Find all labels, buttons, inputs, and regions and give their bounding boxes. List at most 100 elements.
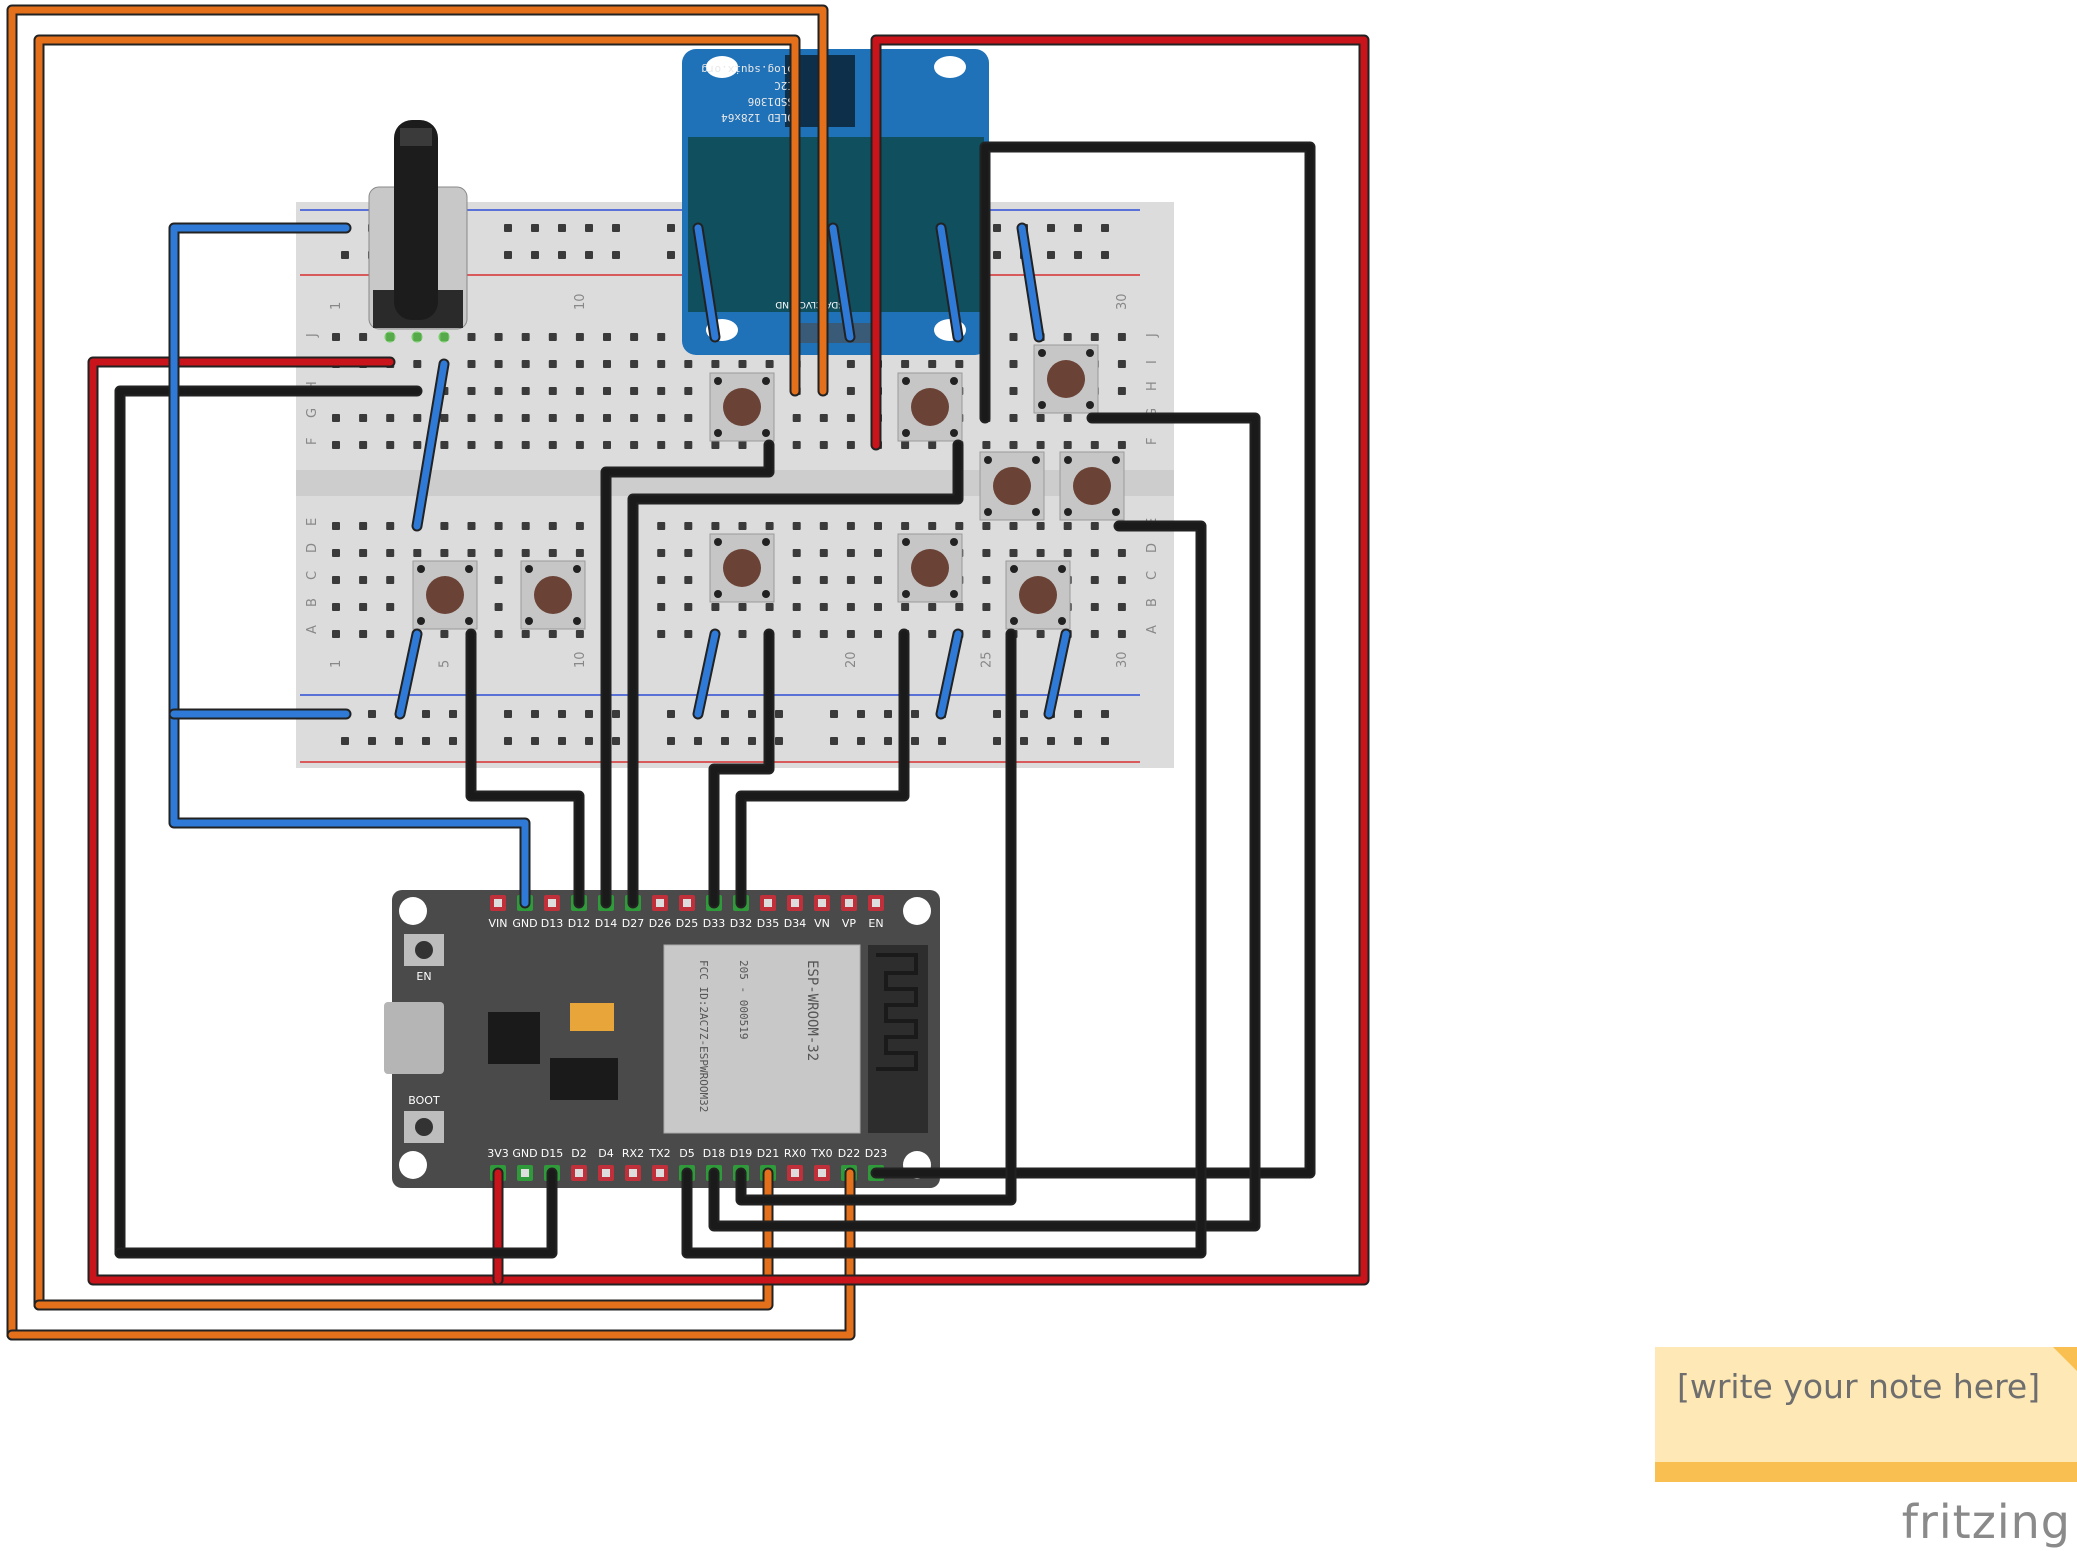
mount-hole [903, 897, 931, 925]
wire [116, 1169, 556, 1257]
breadboard-hole [504, 251, 512, 259]
wire [396, 630, 421, 718]
wire [89, 36, 1368, 1284]
breadboard-hole [846, 603, 855, 611]
breadboard-hole [765, 360, 774, 368]
breadboard-hole [1009, 522, 1018, 530]
note-text[interactable]: [write your note here] [1677, 1367, 2041, 1406]
breadboard-hole [467, 360, 476, 368]
breadboard-hole [575, 360, 584, 368]
breadboard-hole [928, 360, 937, 368]
breadboard-hole [467, 333, 476, 341]
push-button [412, 560, 478, 630]
button-pin [902, 590, 910, 598]
breadboard-hole [359, 333, 368, 341]
breadboard-hole [467, 522, 476, 530]
button-pin [525, 565, 533, 573]
column-number: 30 [1115, 651, 1130, 668]
breadboard-hole [368, 737, 376, 745]
button-pin [465, 617, 473, 625]
breadboard-hole [612, 224, 620, 232]
breadboard-hole [993, 251, 1001, 259]
breadboard-hole [440, 549, 449, 557]
esp32-pin-label: D21 [757, 1147, 779, 1160]
oled-label: blog.squix.org [701, 63, 794, 76]
breadboard-hole [684, 603, 693, 611]
breadboard-hole [657, 522, 666, 530]
breadboard-hole [332, 333, 340, 341]
breadboard-hole [558, 224, 566, 232]
breadboard-hole [874, 522, 882, 530]
wire [413, 360, 448, 530]
note-card[interactable]: [write your note here] [1655, 1347, 2077, 1482]
wire [937, 224, 962, 341]
breadboard-hole [359, 603, 368, 611]
breadboard-hole [332, 576, 340, 584]
breadboard-hole [1074, 224, 1082, 232]
breadboard-hole [413, 360, 422, 368]
esp32-pin-hole [548, 899, 556, 907]
breadboard-hole [1036, 522, 1045, 530]
push-button-cap [993, 467, 1031, 505]
breadboard-hole [721, 710, 729, 718]
row-letter: E [305, 518, 320, 526]
breadboard-hole [332, 549, 340, 557]
breadboard-hole [359, 630, 368, 638]
breadboard-hole [1047, 251, 1055, 259]
push-button-cap [911, 388, 949, 426]
breadboard-hole [413, 441, 422, 449]
push-button [1005, 560, 1071, 630]
breadboard-hole [1090, 630, 1099, 638]
button-pin [1064, 508, 1072, 516]
esp32-pin-hole [791, 1169, 799, 1177]
breadboard-hole [901, 522, 910, 530]
breadboard-hole [846, 522, 855, 530]
breadboard-hole [657, 441, 666, 449]
breadboard-hole [467, 387, 476, 395]
esp32-pin-label: GND [512, 917, 537, 930]
wire [694, 630, 719, 718]
esp32-pin-label: D18 [703, 1147, 725, 1160]
button-pin [902, 538, 910, 546]
breadboard-hole [548, 630, 557, 638]
breadboard-hole [386, 549, 395, 557]
breadboard-hole [1047, 224, 1055, 232]
breadboard-hole [521, 522, 530, 530]
breadboard-hole [982, 441, 991, 449]
breadboard-hole [684, 387, 693, 395]
breadboard-hole [1009, 387, 1018, 395]
breadboard-hole [521, 360, 530, 368]
breadboard-hole [1047, 737, 1055, 745]
breadboard-hole [738, 630, 747, 638]
breadboard-hole [440, 630, 449, 638]
button-pin [950, 538, 958, 546]
breadboard-hole [657, 603, 666, 611]
breadboard-hole [1101, 710, 1109, 718]
breadboard-hole [738, 441, 747, 449]
breadboard-hole [341, 737, 349, 745]
breadboard-hole [792, 414, 801, 422]
breadboard-hole [993, 737, 1001, 745]
breadboard-hole [874, 549, 882, 557]
row-letter: G [305, 408, 320, 418]
esp32-pin-label: D13 [541, 917, 563, 930]
breadboard-hole [575, 630, 584, 638]
button-pin [714, 429, 722, 437]
push-button-cap [723, 388, 761, 426]
oled-label: OLED 128x64 [721, 111, 794, 124]
breadboard-hole [901, 441, 910, 449]
breadboard-hole [846, 414, 855, 422]
breadboard-hole [846, 441, 855, 449]
row-letter: I [1145, 360, 1160, 364]
mount-hole [934, 56, 966, 78]
wire [170, 224, 529, 907]
breadboard-hole [657, 387, 666, 395]
breadboard-hole [1009, 333, 1018, 341]
breadboard-hole [775, 710, 783, 718]
wire [1018, 224, 1043, 341]
esp32-pin-label: VN [814, 917, 830, 930]
breadboard-hole [332, 603, 340, 611]
breadboard-hole [1074, 737, 1082, 745]
breadboard-hole [857, 710, 865, 718]
wire [710, 630, 773, 907]
